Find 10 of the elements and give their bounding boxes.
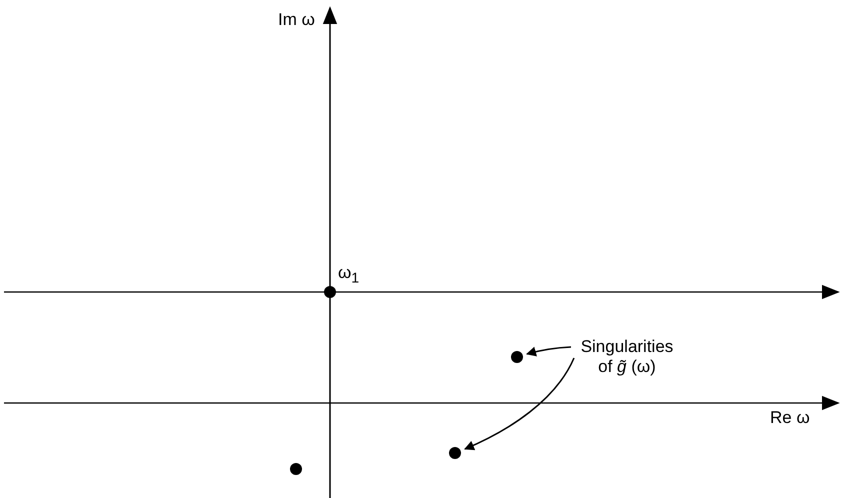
axis-label: Im ω	[278, 10, 315, 30]
point-marker	[324, 286, 336, 298]
annotation-text: Singularities of g̃ (ω)	[572, 337, 682, 377]
point-marker	[511, 351, 523, 363]
point-label: ω$_{1}$	[338, 263, 360, 288]
point-marker	[449, 447, 461, 459]
axis-label: Re ω	[770, 408, 810, 428]
leader-arrow	[464, 358, 575, 450]
point-marker	[290, 463, 302, 475]
leader-arrow	[526, 346, 572, 356]
